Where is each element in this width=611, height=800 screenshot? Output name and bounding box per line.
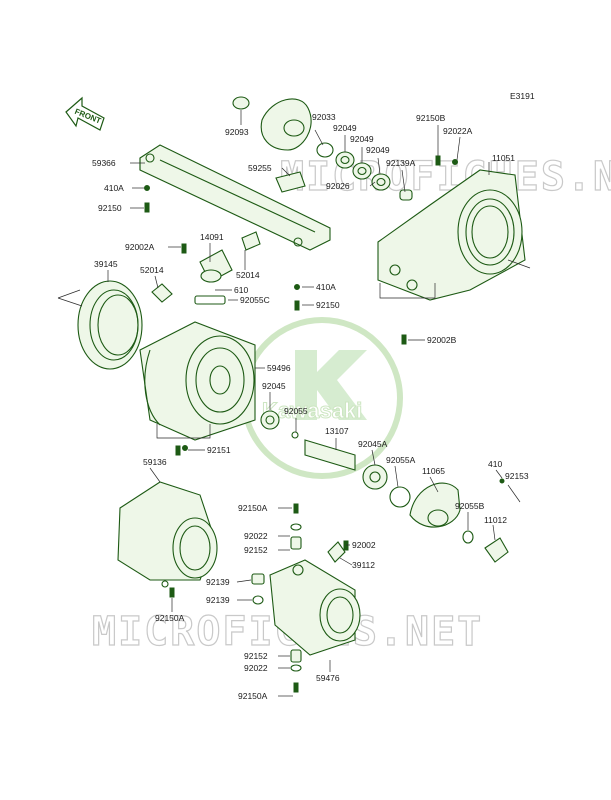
- part-label-92049-c: 92049: [366, 145, 390, 155]
- part-label-92150a-c: 92150A: [238, 691, 268, 701]
- part-label-410a-top: 410A: [104, 183, 124, 193]
- bolt-icons: [144, 155, 441, 693]
- part-label-92150b: 92150B: [416, 113, 446, 123]
- steering-nozzle-part: [251, 523, 361, 672]
- part-label-52014-a: 52014: [140, 265, 164, 275]
- part-label-92055c: 92055C: [240, 295, 270, 305]
- part-label-92150-mid: 92150: [316, 300, 340, 310]
- watermark-top: MICROFICHES.NET: [280, 154, 611, 200]
- leader-lines: [107, 110, 503, 697]
- kawasaki-k-mark: [295, 350, 367, 420]
- part-labels: 92093 92033 92049 92049 92049 92150B 920…: [92, 112, 529, 701]
- part-label-92002a: 92002A: [125, 242, 155, 252]
- part-label-92002: 92002: [352, 540, 376, 550]
- diagram-code: E3191: [510, 91, 535, 101]
- part-label-92049-b: 92049: [350, 134, 374, 144]
- part-label-92152-b: 92152: [244, 651, 268, 661]
- part-label-92150a-b: 92150A: [155, 613, 185, 623]
- pump-cover-part: [377, 159, 526, 301]
- part-label-410: 410: [488, 459, 502, 469]
- part-label-92045a: 92045A: [358, 439, 388, 449]
- part-label-14091: 14091: [200, 232, 224, 242]
- part-label-59366: 59366: [92, 158, 116, 168]
- front-arrow-icon: FRONT: [65, 96, 105, 131]
- part-label-92055: 92055: [284, 406, 308, 416]
- drive-shaft-part: [260, 410, 411, 508]
- part-label-92055a: 92055A: [386, 455, 416, 465]
- part-label-92152-a: 92152: [244, 545, 268, 555]
- part-label-11051: 11051: [492, 153, 515, 163]
- part-label-92026: 92026: [326, 181, 350, 191]
- bearing-holder-part: [151, 231, 261, 305]
- part-label-92139-a: 92139: [206, 577, 230, 587]
- part-label-52014-b: 52014: [236, 270, 260, 280]
- part-label-92022-b: 92022: [244, 663, 268, 673]
- part-label-92150a-a: 92150A: [238, 503, 268, 513]
- part-label-92153: 92153: [505, 471, 529, 481]
- pump-case-part: [139, 321, 256, 451]
- part-label-11012: 11012: [484, 515, 507, 525]
- part-label-610: 610: [234, 285, 248, 295]
- part-label-92033: 92033: [312, 112, 336, 122]
- part-label-39112: 39112: [352, 560, 375, 570]
- part-label-92055b: 92055B: [455, 501, 485, 511]
- part-label-92022-a: 92022: [244, 531, 268, 541]
- part-label-59476: 59476: [316, 673, 340, 683]
- part-label-92093: 92093: [225, 127, 249, 137]
- part-label-59136: 59136: [143, 457, 167, 467]
- part-label-410a-mid: 410A: [316, 282, 336, 292]
- grouping-brackets: [57, 259, 531, 439]
- part-label-59255: 59255: [248, 163, 272, 173]
- part-label-92002b: 92002B: [427, 335, 457, 345]
- part-label-11065: 11065: [422, 466, 445, 476]
- part-label-92139-b: 92139: [206, 595, 230, 605]
- part-label-92150-top: 92150: [98, 203, 122, 213]
- impeller-part: [232, 96, 413, 201]
- part-label-92022a: 92022A: [443, 126, 473, 136]
- part-label-92139a: 92139A: [386, 158, 416, 168]
- part-label-59496: 59496: [267, 363, 291, 373]
- nozzle-part: [117, 481, 218, 588]
- steering-arm-part: [139, 144, 331, 251]
- part-label-39145: 39145: [94, 259, 118, 269]
- part-label-92045: 92045: [262, 381, 286, 391]
- part-label-13107: 13107: [325, 426, 349, 436]
- part-label-92151: 92151: [207, 445, 231, 455]
- wear-ring-part: [77, 280, 143, 370]
- part-label-92049-a: 92049: [333, 123, 357, 133]
- pump-cap-part: [409, 478, 521, 563]
